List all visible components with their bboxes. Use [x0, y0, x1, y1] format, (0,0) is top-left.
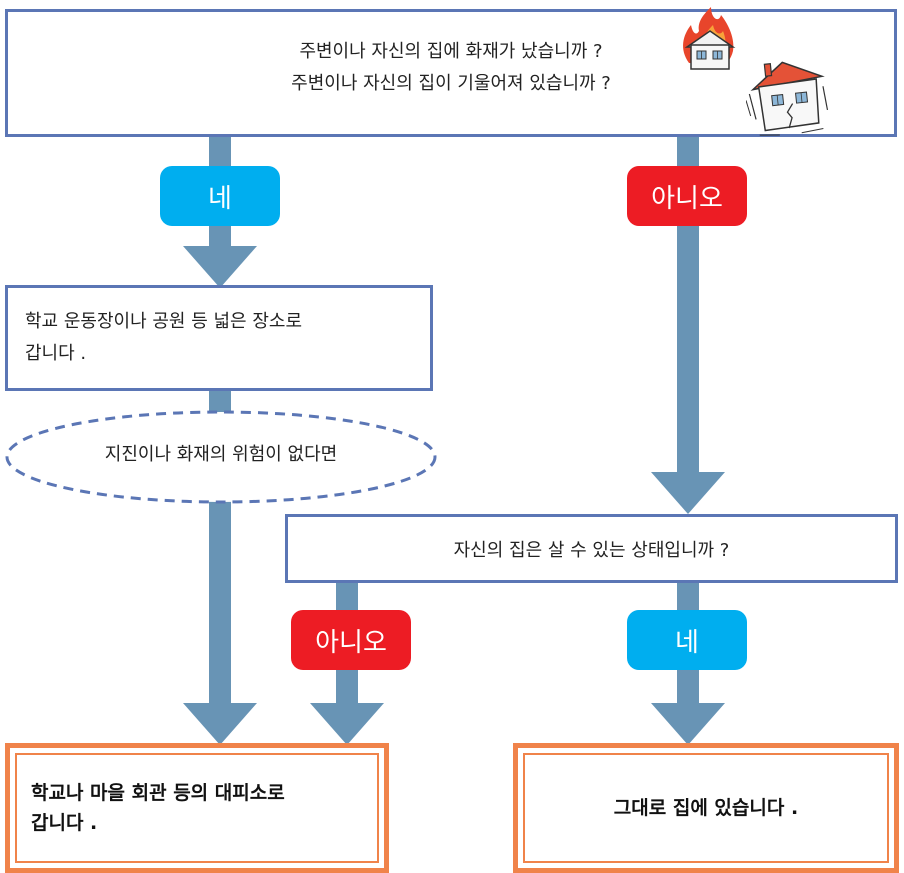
- step-line-2: 갑니다 .: [25, 342, 87, 364]
- arrow-head-right-lower: [651, 703, 725, 745]
- question-livable-text: 자신의 집은 살 수 있는 상태입니까 ?: [453, 540, 730, 561]
- arrow-head-right-upper: [651, 472, 725, 514]
- yes-label-top: 네: [160, 166, 280, 226]
- question-box-livable: 자신의 집은 살 수 있는 상태입니까 ?: [285, 514, 898, 583]
- result-stay-inner: 그대로 집에 있습니다 .: [523, 753, 889, 863]
- arrow-head-mid-lower: [310, 703, 384, 745]
- no-label-bottom: 아니오: [291, 610, 411, 670]
- yes-label-bottom: 네: [627, 610, 747, 670]
- arrow-shaft-left-lower: [209, 500, 231, 706]
- result-evacuate-line-2: 갑니다 .: [31, 812, 98, 834]
- no-label-top: 아니오: [627, 166, 747, 226]
- arrow-head-left-upper: [183, 246, 257, 288]
- step-box-open-space: 학교 운동장이나 공원 등 넓은 장소로 갑니다 .: [5, 285, 433, 391]
- result-evacuate-line-1: 학교나 마을 회관 등의 대피소로: [31, 781, 285, 804]
- question-top-text: 주변이나 자신의 집에 화재가 났습니까 ? 주변이나 자신의 집이 기울어져 …: [8, 36, 894, 99]
- burning-house-icon: [683, 7, 736, 70]
- arrow-shaft-left-short: [209, 388, 231, 414]
- result-evacuate-text: 학교나 마을 회관 등의 대피소로 갑니다 .: [31, 778, 285, 839]
- result-box-evacuate: 학교나 마을 회관 등의 대피소로 갑니다 .: [5, 743, 389, 873]
- condition-ellipse: [5, 410, 437, 504]
- tilted-house-icon: [746, 61, 829, 136]
- result-stay-text: 그대로 집에 있습니다 .: [613, 796, 799, 819]
- result-box-stay: 그대로 집에 있습니다 .: [513, 743, 899, 873]
- step-open-space-text: 학교 운동장이나 공원 등 넓은 장소로 갑니다 .: [25, 306, 302, 369]
- question-box-top: 주변이나 자신의 집에 화재가 났습니까 ? 주변이나 자신의 집이 기울어져 …: [5, 7, 897, 137]
- result-evacuate-inner: 학교나 마을 회관 등의 대피소로 갑니다 .: [15, 753, 379, 863]
- arrow-head-left-lower: [183, 703, 257, 745]
- condition-text: 지진이나 화재의 위험이 없다면: [104, 444, 338, 465]
- step-line-1: 학교 운동장이나 공원 등 넓은 장소로: [25, 311, 303, 332]
- question-line-tilt: 주변이나 자신의 집이 기울어져 있습니까 ?: [291, 72, 611, 94]
- question-line-fire: 주변이나 자신의 집에 화재가 났습니까 ?: [299, 41, 603, 62]
